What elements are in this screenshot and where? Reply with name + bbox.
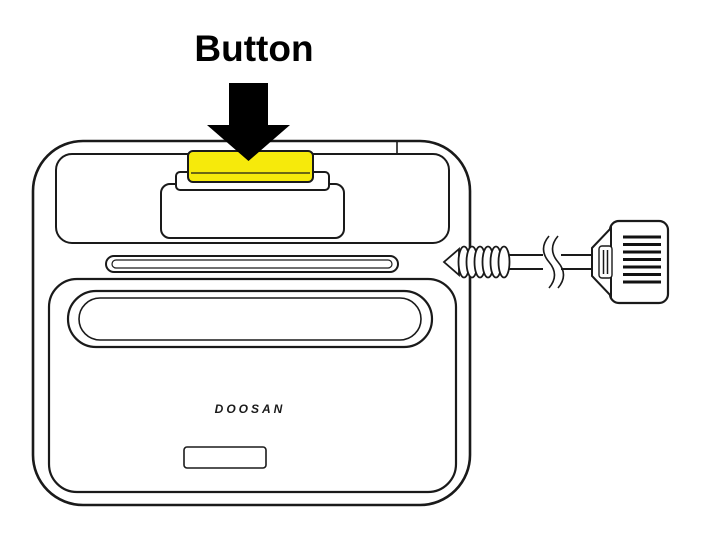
- callout-arrow-icon: [207, 83, 290, 161]
- handle-recess-inner: [78, 297, 422, 341]
- connector-pins: [623, 235, 661, 284]
- vent-slot-inner: [111, 259, 393, 269]
- cable-assembly: [442, 219, 670, 305]
- brand-logo: DOOSAN: [215, 402, 286, 416]
- cable-break-mark: [542, 235, 556, 289]
- connector-marking: [602, 250, 609, 274]
- callout-label: Button: [194, 28, 313, 69]
- vent-slot-outer: [105, 255, 399, 273]
- cable-coil: [457, 245, 511, 279]
- connector-body: [608, 219, 670, 305]
- cable-break-mark: [551, 235, 565, 289]
- button-mount: [160, 183, 345, 239]
- bottom-port: [183, 446, 267, 469]
- connector-marking-plate: [598, 245, 613, 279]
- handle-recess-outer: [66, 289, 434, 349]
